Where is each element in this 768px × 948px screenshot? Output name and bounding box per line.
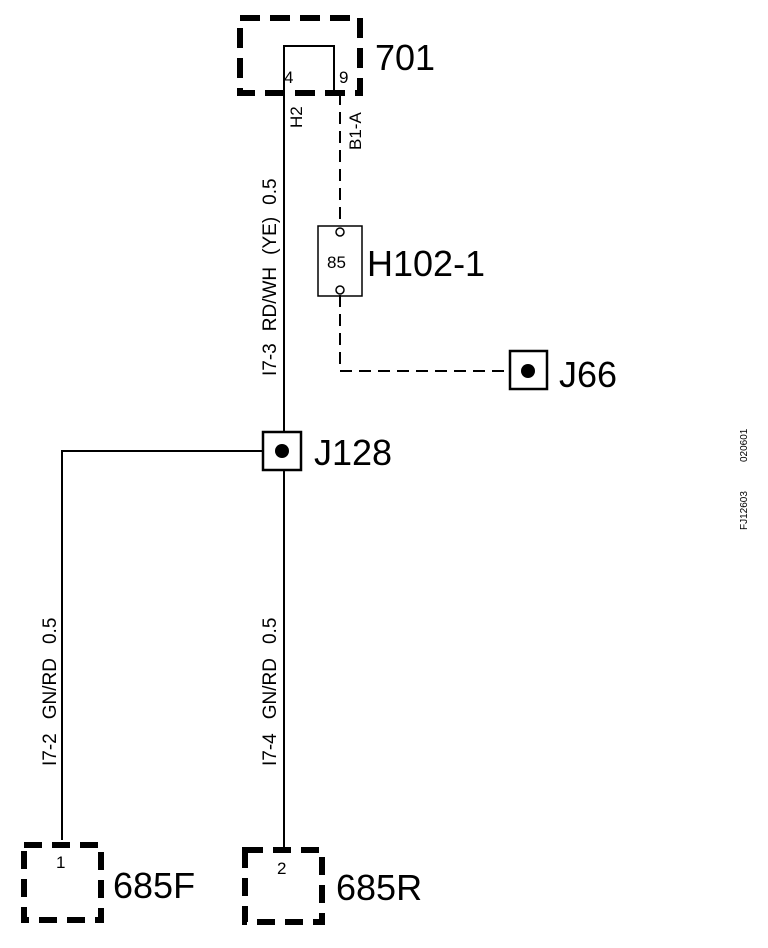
wire-h102-to-j66 [339,295,510,372]
wire-i7-3-size: 0.5 [260,178,281,204]
connector-685r-label: 685R [336,867,422,908]
wire-i7-2-label: I7-2 GN/RD 0.5 [40,618,61,766]
connector-701-label: 701 [375,37,435,78]
splice-j66-label: J66 [559,354,617,395]
wire-i7-3-id: I7-3 [260,343,281,376]
connector-701: 4 9 701 H2 B1-A [237,15,435,150]
splice-j66: J66 [508,349,617,395]
wire-i7-2-color: GN/RD [40,658,61,719]
wire-i7-2-size: 0.5 [40,618,61,644]
connector-685f: 1 685F [21,842,195,923]
component-h102-1: 85 H102-1 [317,225,485,297]
connector-685f-label: 685F [113,865,195,906]
terminal-b1a-label: B1-A [346,112,365,150]
connector-685r: 2 685R [242,847,422,925]
wire-i7-4-color: GN/RD [260,658,281,719]
component-h102-label: H102-1 [367,243,485,284]
h102-pin-85: 85 [327,253,346,272]
connector-701-pin-9: 9 [339,68,348,87]
date-code: 020601 [739,428,750,462]
terminal-h2-label: H2 [287,106,306,128]
wire-i7-2 [61,450,263,840]
wire-i7-4-size: 0.5 [260,618,281,644]
wire-i7-3-alt-color: (YE) [260,217,281,255]
splice-j128-label: J128 [314,432,392,473]
figure-id: FJ12603 [739,491,750,530]
wire-i7-3-label: I7-3 RD/WH (YE) 0.5 [260,178,281,376]
connector-701-pin-4: 4 [284,68,293,87]
wire-i7-4-id: I7-4 [260,733,281,766]
wire-i7-3-color: RD/WH [260,267,281,331]
wire-i7-2-id: I7-2 [40,733,61,766]
wire-i7-4-label: I7-4 GN/RD 0.5 [260,618,281,766]
connector-685r-pin-2: 2 [277,859,286,878]
splice-j128: J128 [261,430,392,473]
connector-685f-pin-1: 1 [56,853,65,872]
